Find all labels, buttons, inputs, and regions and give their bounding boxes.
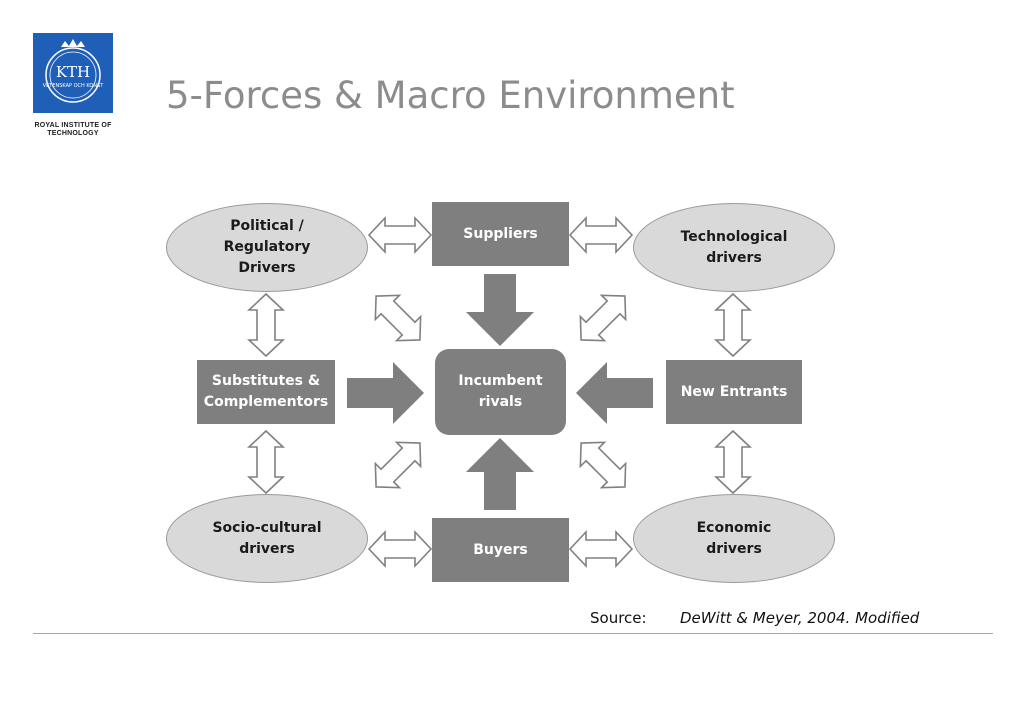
arrow-technological-entrants <box>715 293 751 357</box>
force-substitutes: Substitutes & Complementors <box>197 360 335 424</box>
arrow-buyers-economic <box>569 531 633 567</box>
arrow-political-suppliers <box>368 217 432 253</box>
force-buyers-label: Buyers <box>473 541 528 558</box>
footer-divider <box>33 633 993 634</box>
arrow-diag-bottom-right <box>568 430 638 500</box>
force-suppliers-label: Suppliers <box>463 225 538 242</box>
arrow-diag-top-left <box>363 283 433 353</box>
arrow-buyers-to-rivals <box>466 438 534 510</box>
arrow-entrants-economic <box>715 430 751 494</box>
arrow-diag-top-right <box>568 283 638 353</box>
arrow-suppliers-to-rivals <box>466 274 534 346</box>
force-incumbent-rivals: Incumbent rivals <box>435 349 566 435</box>
arrow-political-substitutes <box>248 293 284 357</box>
arrow-socio-buyers <box>368 531 432 567</box>
kth-logo: KTH VETENSKAP OCH KONST <box>33 33 113 113</box>
driver-economic-label: Economic drivers <box>696 519 772 557</box>
force-rivals-label: Incumbent rivals <box>458 373 543 410</box>
force-new-entrants-label: New Entrants <box>680 383 788 400</box>
arrow-suppliers-technological <box>569 217 633 253</box>
driver-technological: Technological drivers <box>633 203 835 292</box>
logo-motto: VETENSKAP OCH KONST <box>43 83 105 89</box>
logo-caption: ROYAL INSTITUTE OF TECHNOLOGY <box>34 122 112 137</box>
force-buyers: Buyers <box>432 518 569 582</box>
force-suppliers: Suppliers <box>432 202 569 266</box>
driver-economic: Economic drivers <box>633 494 835 583</box>
slide-title: 5-Forces & Macro Environment <box>166 74 735 117</box>
arrow-substitutes-to-rivals <box>347 362 424 424</box>
arrow-entrants-to-rivals <box>576 362 653 424</box>
force-new-entrants: New Entrants <box>666 360 802 424</box>
driver-political: Political / Regulatory Drivers <box>166 203 368 292</box>
source-label: Source: <box>590 609 647 627</box>
kth-seal-icon: KTH VETENSKAP OCH KONST <box>33 33 113 113</box>
arrow-substitutes-socio <box>248 430 284 494</box>
logo-text: KTH <box>56 63 90 81</box>
driver-socio-cultural: Socio-cultural drivers <box>166 494 368 583</box>
source-citation: DeWitt & Meyer, 2004. Modified <box>680 609 920 627</box>
driver-socio-cultural-label: Socio-cultural drivers <box>212 519 322 557</box>
force-substitutes-label: Substitutes & Complementors <box>203 373 329 410</box>
driver-technological-label: Technological drivers <box>680 228 788 266</box>
driver-political-label: Political / Regulatory Drivers <box>223 218 311 276</box>
arrow-diag-bottom-left <box>363 430 433 500</box>
